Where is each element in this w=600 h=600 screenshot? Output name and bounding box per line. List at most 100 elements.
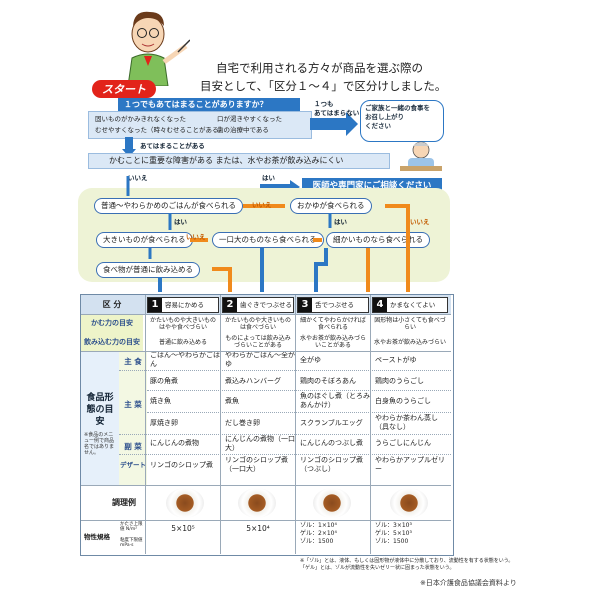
header-line2: 目安として、「区分１～４」で区分けしました。 <box>200 79 447 93</box>
kubun-name: 舌でつぶせる <box>315 301 354 309</box>
question1-title: １つでもあてはまることがありますか？ <box>118 98 300 111</box>
q1-no-label: １つも あてはまらない <box>314 100 360 117</box>
food-form-title: 食品形態の目安 <box>86 393 114 427</box>
food-cell: やわらかアップルゼリー <box>375 456 445 473</box>
kubun-name: 歯ぐきでつぶせる <box>240 301 292 309</box>
nomu-cell: 普通に飲み込める <box>158 338 207 346</box>
food-cell: リンゴのシロップ煮（一口大） <box>225 456 288 473</box>
kubun-label: 区 分 <box>102 300 122 309</box>
grid-line <box>81 520 451 521</box>
nomu-cell: ものによっては飲み込みづらいことがある <box>225 335 291 349</box>
row-label-shushoku: 主 食 <box>124 357 142 366</box>
kamu-cell: 細かくてやわらかければ食べられる <box>300 317 366 331</box>
food-cell: ごはん～やわらかごはん <box>150 351 220 368</box>
food-cell: うらごしにんじん <box>375 438 431 447</box>
dish-image <box>313 488 351 518</box>
row-label-fukusai: 副 菜 <box>124 442 142 451</box>
food-form-note: ※食品のメニュー例で商品名ではありません。 <box>84 432 115 456</box>
kubun-num: 2 <box>223 298 237 312</box>
flow-box-swallow: 食べ物が普通に飲み込める <box>96 262 200 278</box>
phys-cell: ゾル：3×10³ ゲル：5×10³ ゾル：1500 <box>375 522 412 545</box>
kubun-num: 4 <box>373 298 387 312</box>
sub-label-bg <box>119 351 147 485</box>
food-cell: 鶏肉のそぼろあん <box>300 376 356 385</box>
food-cell: 焼き魚 <box>150 396 171 405</box>
food-cell: 鶏肉のうらごし <box>375 376 424 385</box>
source-note: ※日本介護食品協議会資料より <box>420 579 517 587</box>
phys-label: 物性規格 <box>84 533 110 541</box>
flow-no-label: いいえ <box>186 233 206 241</box>
kamu-cell: かたいものや大きいものはやや食べづらい <box>149 317 216 331</box>
kamu-cell: 固形物は小さくても食べづらい <box>374 317 446 331</box>
footnote2: 「ゲル」とは、ゾルが流動性を失いゼリー状に固まった状態をいう。 <box>300 565 455 571</box>
food-cell: やわらか茶わん蒸し（具なし） <box>375 414 438 431</box>
grid-line <box>119 454 451 455</box>
q1-item: 口が渇きやすくなった <box>217 115 282 123</box>
phys-cell: 5×10⁴ <box>246 524 270 533</box>
phys-cell: ゾル：1×10⁴ ゲル：2×10⁴ ゾル：1500 <box>300 522 337 545</box>
footnote1: ※「ゾル」とは、液体、もしくは固形物が液体中に分散しており、流動性を有する状態を… <box>300 558 514 564</box>
question2-text: かむことに重要な障害がある または、水やお茶が飲み込みにくい <box>109 156 344 165</box>
food-cell: 全がゆ <box>300 355 321 364</box>
applies-label: あてはまることがある <box>140 142 205 150</box>
grid-line <box>81 314 451 315</box>
food-cell: 厚焼き卵 <box>150 418 178 427</box>
grid-line <box>147 390 451 391</box>
dish-image <box>390 488 428 518</box>
phys-sub2: 粘度下限値 mPa·s <box>120 538 143 548</box>
row-label-shusai: 主 菜 <box>124 400 142 409</box>
question2-box: かむことに重要な障害がある または、水やお茶が飲み込みにくい <box>88 153 390 169</box>
grid-line <box>81 351 451 352</box>
nomu-cell: 水やお茶が飲み込みづらい <box>373 338 446 346</box>
family-note: ご家族と一緒の食事を お召し上がり ください <box>360 100 444 142</box>
food-cell: リンゴのシロップ煮 <box>150 460 213 469</box>
food-form-side <box>81 351 119 485</box>
grid-line <box>81 485 451 486</box>
row-label-dessert: デザート <box>120 461 146 469</box>
food-cell: 白身魚のうらごし <box>375 396 431 405</box>
grid-line <box>119 370 451 371</box>
arrow-down-icon <box>122 137 136 157</box>
question1-box: 固いものがかみきれなくなった 口が渇きやすくなった むせやすくなった（時々むせる… <box>88 111 312 139</box>
kubun-num: 1 <box>148 298 162 312</box>
example-label: 調理例 <box>112 498 136 507</box>
start-badge: スタート <box>92 80 156 98</box>
food-cell: 煮込みハンバーグ <box>225 376 281 385</box>
phys-cell: 5×10⁵ <box>171 524 195 533</box>
flow-yes-label: はい <box>174 218 187 226</box>
nomu-label: 飲み込む力の目安 <box>84 338 140 346</box>
dish-image <box>238 488 276 518</box>
food-cell: リンゴのシロップ煮（つぶし） <box>300 456 363 473</box>
kubun-1: 1 容易にかめる <box>147 297 219 313</box>
flow-no-label: いいえ <box>410 218 430 226</box>
q1-item: むせやすくなった（時々むせることがある） <box>95 126 225 134</box>
q1-item: 固いものがかみきれなくなった <box>95 115 186 123</box>
food-cell: にんじんの煮物（一口大） <box>225 435 295 452</box>
arrow-right-icon <box>310 112 358 136</box>
q2-yes-label: はい <box>262 174 275 182</box>
kubun-name: 容易にかめる <box>165 301 204 309</box>
flow-box-fine: 細かいものなら食べられる <box>326 232 430 248</box>
header-line1: 自宅で利用される方々が商品を選ぶ際の <box>216 61 423 75</box>
flow-yes-label: はい <box>334 218 347 226</box>
q2-no-label: いいえ <box>128 174 148 182</box>
food-cell: 魚のほぐし煮（とろみあんかけ） <box>300 392 370 409</box>
kamu-cell: かたいものや大きいものは食べづらい <box>224 317 291 331</box>
q1-item: 歯の治療中である <box>217 126 269 134</box>
grid-line <box>220 295 221 554</box>
kamu-label: かむ力の目安 <box>91 319 133 327</box>
grid-line <box>145 295 146 554</box>
dish-image <box>166 488 204 518</box>
nomu-cell: 水やお茶が飲み込みづらいことがある <box>299 335 366 349</box>
teacher-illustration <box>127 11 190 86</box>
kubun-name: かまなくてよい <box>390 301 436 309</box>
kubun-num: 3 <box>298 298 312 312</box>
food-cell: やわらかごはん～全がゆ <box>225 351 295 368</box>
flow-box-bite-size: 一口大のものなら食べられる <box>212 232 324 248</box>
food-cell: スクランブルエッグ <box>300 418 363 427</box>
grid-line <box>119 434 451 435</box>
food-cell: ペーストがゆ <box>375 355 417 364</box>
flow-box-large: 大きいものが食べられる <box>96 232 193 248</box>
food-cell: 豚の角煮 <box>150 376 178 385</box>
